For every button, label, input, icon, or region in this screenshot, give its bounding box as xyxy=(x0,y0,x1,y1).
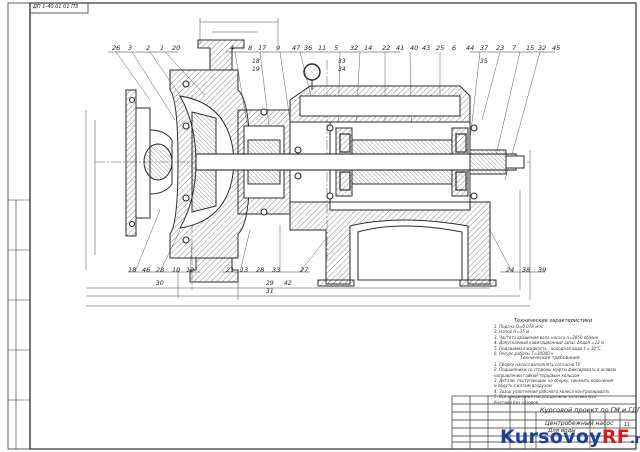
callout-number: 34 xyxy=(338,66,346,73)
callout-number: 42 xyxy=(284,280,292,287)
note-line: 3. Детали, поступающие на сборку, промыт… xyxy=(494,378,614,383)
callout-number: 23 xyxy=(496,44,505,52)
callout-number: 25 xyxy=(436,44,445,52)
callout-number: 10 xyxy=(172,266,181,274)
bolts xyxy=(128,80,478,244)
corner-stamp: ДП 1-40 01 01 ПЗ xyxy=(33,4,79,10)
brand-main: Kursovoy xyxy=(500,426,602,448)
callout-number: 15 xyxy=(526,44,535,52)
callout-number: 12 xyxy=(186,266,195,274)
title-block-title: Курсовой проект по ГМ и ГДП xyxy=(540,406,640,414)
callout-number: 24 xyxy=(506,266,515,274)
callout-number: 29 xyxy=(266,280,274,287)
callout-number: 28 xyxy=(256,266,265,274)
callout-number: 18 xyxy=(128,266,137,274)
callout-number: 43 xyxy=(422,44,431,52)
callout-number: 17 xyxy=(258,44,267,52)
sheet-frame xyxy=(7,2,637,450)
callout-number: 3 xyxy=(128,44,133,52)
callout-number: 19 xyxy=(252,66,260,73)
callout-number: 14 xyxy=(364,44,373,52)
callout-number: 38 xyxy=(522,266,531,274)
note-line: 5. Все соединения насоса должны затягива… xyxy=(494,394,597,400)
callout-leaders xyxy=(108,51,555,273)
note-line: 6. Ресурс работы Т=30000 ч xyxy=(494,351,554,356)
callout-number: 20 xyxy=(172,44,181,52)
callout-number: 8 xyxy=(248,44,253,52)
note-line: Технические требования xyxy=(520,356,580,362)
note-line: 5. Подаваемая жидкость - холодная вода t… xyxy=(494,345,601,351)
callout-number: 27 xyxy=(300,266,309,274)
callout-number: 6 xyxy=(452,44,457,52)
note-line: 1. Подача Q=0,078 м³/с xyxy=(494,324,544,329)
callout-number: 44 xyxy=(466,44,475,52)
note-line: 2. Напор Н=35 м xyxy=(494,329,530,335)
callout-number: 36 xyxy=(304,44,313,52)
callout-number: 18 xyxy=(252,58,260,65)
pump-assembly xyxy=(125,39,525,287)
brand-suffix: .ru xyxy=(630,432,640,446)
note-line: 3. Частота вращения вала насоса n=2950 о… xyxy=(494,334,599,340)
dimension-lines xyxy=(85,18,531,307)
callout-number: 47 xyxy=(292,44,301,52)
callout-number: 33 xyxy=(338,58,346,65)
callout-number: 2 xyxy=(146,44,151,52)
sheet-number: 11 xyxy=(624,422,631,428)
note-line: болтами без зазоров xyxy=(494,399,538,405)
callout-number: 22 xyxy=(382,44,391,52)
callout-number: 11 xyxy=(318,44,327,52)
callout-number: 9 xyxy=(276,44,281,52)
callout-number: 35 xyxy=(480,58,488,65)
title-block-name: Центробежный насос xyxy=(545,420,614,427)
callout-number: 39 xyxy=(538,266,547,274)
callout-number: 4 xyxy=(230,44,235,52)
note-line: 1. Сборку насоса выполнять согласно ТУ xyxy=(494,361,581,367)
callout-number: 46 xyxy=(142,266,151,274)
title-block-name2: Для воды xyxy=(548,428,576,434)
callout-number: 40 xyxy=(410,44,419,52)
brand-rf: RF xyxy=(601,426,631,448)
note-line: 4. Зазор уплотнения рабочего колеса конт… xyxy=(494,388,610,394)
callout-number: 5 xyxy=(334,44,339,52)
note-line: направлении гайкой-торцовым кольцом xyxy=(494,372,580,378)
callout-number: 30 xyxy=(156,280,164,287)
note-line: 4. Допускаемый кавитационный запас Δhдоп… xyxy=(494,340,605,346)
callout-number: 32 xyxy=(350,44,359,52)
callout-number: 45 xyxy=(552,44,561,52)
callout-number: 28 xyxy=(156,266,165,274)
brand-watermark[interactable]: KursovoyRF.ru xyxy=(500,426,640,448)
title-block xyxy=(451,395,637,450)
callout-number: 37 xyxy=(480,44,489,52)
notes-title: Технические характеристики xyxy=(514,318,593,324)
callout-number: 31 xyxy=(266,288,274,295)
callout-number: 26 xyxy=(112,44,121,52)
callout-number: 21 xyxy=(226,266,235,274)
callout-number: 7 xyxy=(512,44,517,52)
callout-number: 33 xyxy=(272,266,281,274)
callout-number: 41 xyxy=(396,44,405,52)
note-line: 2. Подшипники со стороны муфты фиксирова… xyxy=(494,367,616,373)
callout-number: 32 xyxy=(538,44,547,52)
callout-number: 1 xyxy=(160,44,165,52)
callout-number: 13 xyxy=(240,266,249,274)
note-line: и обдуть сжатым воздухом xyxy=(494,383,552,389)
